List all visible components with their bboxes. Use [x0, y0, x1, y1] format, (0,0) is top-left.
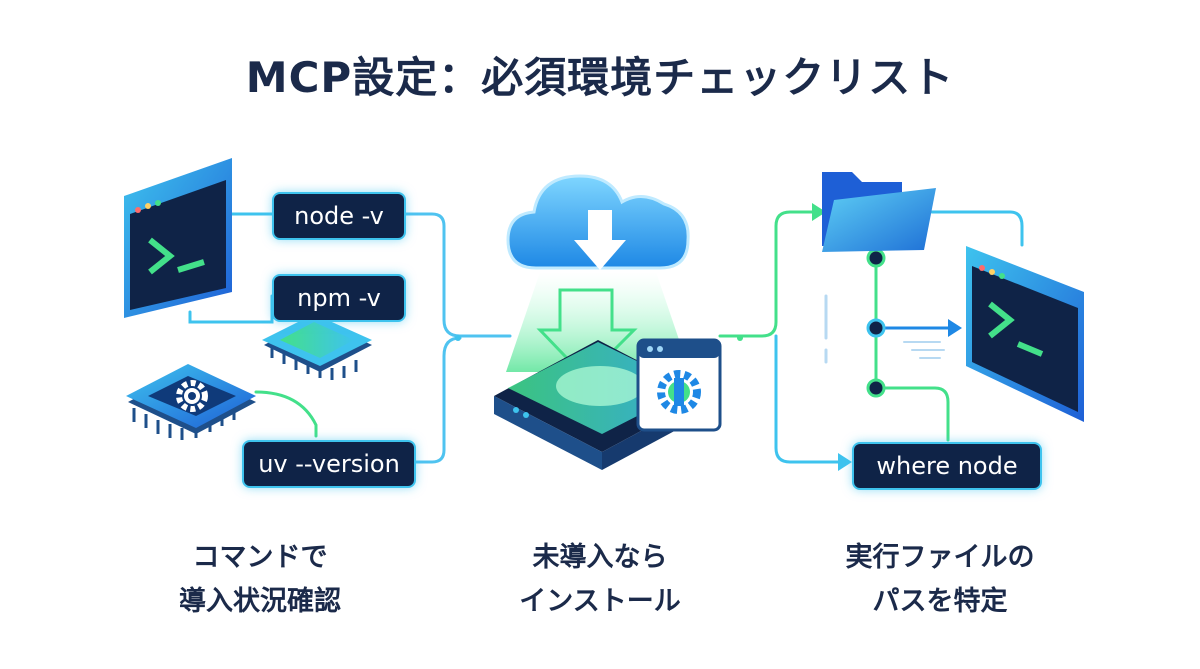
- command-uv-version: uv --version: [242, 440, 416, 488]
- command-node-version: node -v: [272, 192, 406, 240]
- cloud-download-icon: [506, 174, 690, 270]
- connector-lines: [188, 210, 1024, 464]
- terminal-icon: [124, 158, 232, 318]
- caption-install-if-missing: 未導入なら インストール: [519, 542, 681, 617]
- arrowheads: [812, 203, 962, 471]
- terminal-icon: [966, 246, 1084, 422]
- gear-icon: [176, 380, 208, 412]
- caption-check-install-status: コマンドで 導入状況確認: [179, 542, 341, 617]
- command-npm-version: npm -v: [272, 274, 406, 322]
- caption-locate-executable-path: 実行ファイルの パスを特定: [845, 542, 1035, 617]
- folder-icon: [822, 172, 936, 252]
- command-where-node: where node: [852, 442, 1042, 490]
- chip-icon: [262, 314, 372, 380]
- settings-window-icon: [636, 338, 722, 432]
- page-title: MCP設定：必須環境チェックリスト: [245, 53, 955, 102]
